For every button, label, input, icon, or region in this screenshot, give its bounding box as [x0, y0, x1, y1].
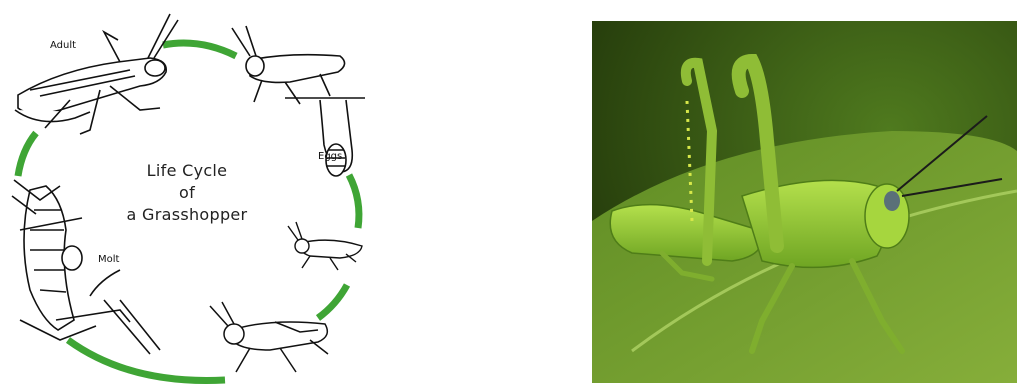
life-cycle-diagram: Life Cycle of a Grasshopper Adult Eggs M… [0, 0, 380, 391]
cycle-arc-bottom [68, 340, 225, 381]
stage-label-molt: Molt [98, 254, 119, 265]
cycle-arc-left [18, 133, 36, 176]
cycle-arc-right-lower [318, 285, 347, 318]
grasshopper-photo-illustration [592, 21, 1017, 383]
adult-grasshopper-icon [15, 14, 178, 134]
nymph-icon [288, 222, 362, 270]
cycle-arc-right-upper [349, 175, 359, 228]
cycle-arc-top [163, 43, 236, 56]
title-line-1: Life Cycle [112, 160, 262, 182]
egg-laying-grasshopper-icon [232, 26, 365, 176]
nymph-large-icon [210, 302, 328, 372]
grasshopper-photo [592, 21, 1017, 383]
stage-label-eggs: Eggs [318, 151, 342, 162]
title-line-3: a Grasshopper [112, 204, 262, 226]
title-line-2: of [112, 182, 262, 204]
diagram-title: Life Cycle of a Grasshopper [112, 160, 262, 226]
stage-label-adult: Adult [50, 40, 76, 51]
